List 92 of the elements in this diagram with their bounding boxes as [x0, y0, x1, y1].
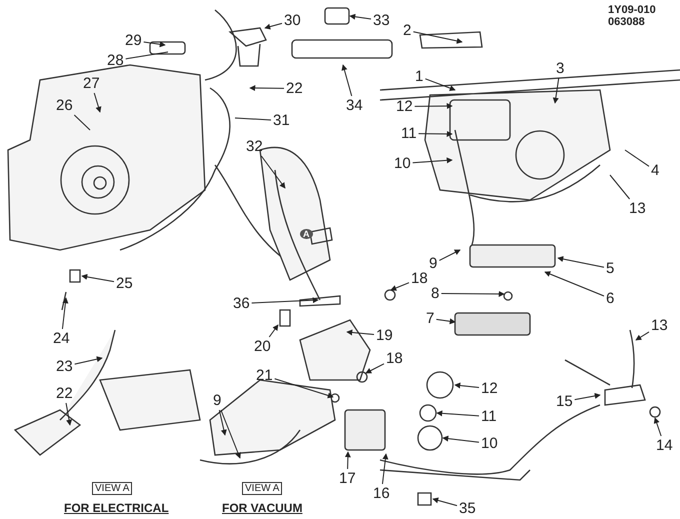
leader-line	[344, 451, 351, 470]
view-caption: FOR ELECTRICAL	[64, 501, 169, 515]
callout-number: 13	[650, 317, 669, 334]
leader-line	[220, 410, 241, 459]
leader-line	[412, 157, 453, 164]
callout-number: 19	[375, 327, 394, 344]
leader-line	[654, 417, 662, 436]
callout-number: 29	[124, 32, 143, 49]
leader-line	[552, 78, 560, 104]
leader-line	[66, 402, 72, 426]
leader-line	[382, 453, 388, 484]
callout-number: 2	[402, 22, 412, 39]
leader-line	[436, 318, 456, 324]
leader-line	[412, 31, 463, 44]
leader-line	[260, 156, 286, 189]
callout-number: 4	[650, 162, 660, 179]
callout-number: 14	[655, 437, 674, 454]
callout-number: 11	[400, 125, 418, 142]
callout-number: 5	[605, 260, 616, 277]
callout-number: 22	[285, 80, 304, 97]
callout-number: 32	[245, 138, 264, 155]
callout-number: 12	[395, 98, 414, 115]
callout-number: 25	[115, 275, 134, 292]
leader-line	[438, 250, 461, 261]
leader-line	[557, 256, 604, 268]
callout-number: 28	[106, 52, 125, 69]
callout-number: 1	[414, 68, 424, 85]
callout-number: 21	[255, 367, 274, 384]
leader-line	[94, 92, 102, 113]
leader-line	[234, 118, 272, 120]
callout-number: 20	[253, 338, 272, 355]
leader-line	[365, 363, 384, 374]
leader-line	[218, 410, 227, 436]
callout-number: 13	[628, 200, 647, 217]
leader-line	[544, 271, 604, 296]
leader-line	[436, 410, 480, 416]
leader-line	[635, 331, 650, 340]
date-code: 063088	[608, 16, 645, 28]
leader-line	[74, 114, 90, 130]
callout-number: 3	[555, 60, 566, 77]
leader-line	[454, 382, 480, 389]
leader-line	[264, 22, 282, 30]
callout-number: 22	[55, 385, 74, 402]
drawing-number: 1Y09-010	[608, 4, 656, 16]
callout-number: 34	[345, 97, 364, 114]
callout-number: 10	[393, 155, 412, 172]
view-label: VIEW A	[92, 482, 132, 495]
callout-number: 16	[372, 485, 391, 502]
callout-number: 18	[385, 350, 404, 367]
leader-line	[610, 174, 630, 200]
leader-line	[125, 52, 168, 60]
leader-line	[432, 498, 458, 506]
leader-line	[390, 282, 410, 291]
callout-number: 7	[425, 310, 436, 327]
callout-number: 24	[52, 330, 71, 347]
callout-number: 30	[283, 12, 302, 29]
leader-line	[62, 297, 68, 330]
callout-number: 18	[410, 270, 429, 287]
callout-number: 23	[55, 358, 74, 375]
leader-line	[424, 78, 456, 91]
callout-number: 9	[428, 255, 438, 272]
leader-line	[74, 356, 103, 365]
callout-number: 36	[232, 295, 251, 312]
callout-number: 6	[605, 290, 616, 307]
callout-number: 10	[480, 435, 499, 452]
callout-number: 15	[555, 393, 574, 410]
leader-line	[414, 103, 453, 110]
leader-line	[349, 14, 372, 20]
callout-number: 8	[430, 285, 440, 302]
leader-line	[574, 393, 601, 400]
callout-number: 33	[372, 12, 391, 29]
callout-number: 31	[272, 112, 291, 129]
leader-line	[442, 436, 480, 443]
callout-number: 27	[82, 75, 101, 92]
leader-line	[342, 64, 352, 96]
leader-line	[624, 150, 650, 167]
callout-number: 26	[55, 97, 74, 114]
leader-line	[268, 324, 278, 338]
callout-number: 11	[480, 408, 498, 425]
callout-number: 12	[480, 380, 499, 397]
leader-line	[440, 290, 505, 297]
leader-line	[143, 41, 166, 48]
callout-number: 35	[458, 500, 477, 517]
callout-number: 17	[338, 470, 357, 487]
leader-line	[251, 297, 319, 304]
view-label: VIEW A	[242, 482, 282, 495]
view-caption: FOR VACUUM	[222, 501, 302, 515]
leader-line	[274, 378, 334, 398]
leader-line	[81, 274, 114, 282]
leader-line	[249, 85, 284, 92]
leader-line	[346, 330, 374, 336]
callout-number: 9	[212, 392, 222, 409]
